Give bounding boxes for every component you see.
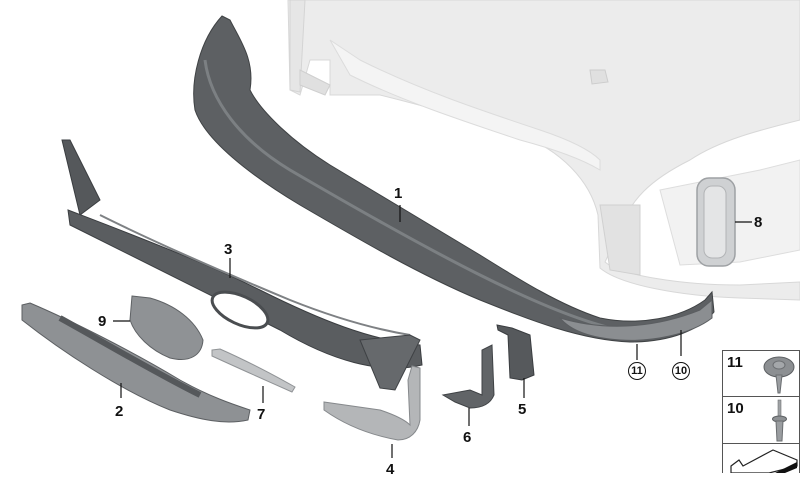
callout-8: 8 xyxy=(754,214,763,231)
callout-2: 2 xyxy=(115,403,124,420)
circled-callout-11: 11 xyxy=(628,362,646,380)
legend-item-11: 11 xyxy=(722,350,800,397)
legend-item-10: 10 xyxy=(722,397,800,444)
expanding-rivet-icon xyxy=(772,399,787,442)
part-7-chrome-strip xyxy=(211,348,296,393)
callout-9: 9 xyxy=(98,313,107,330)
callout-1: 1 xyxy=(394,185,403,202)
callout-4: 4 xyxy=(386,461,395,478)
legend-number-11: 11 xyxy=(727,354,743,371)
leader-lines xyxy=(113,205,752,458)
callout-3: 3 xyxy=(224,241,233,258)
part-4-side-trim xyxy=(323,365,421,441)
callout-5: 5 xyxy=(518,401,527,418)
part-2-trim-strip xyxy=(21,302,251,423)
circled-callout-10: 10 xyxy=(672,362,690,380)
bumper-cover xyxy=(287,0,800,301)
part-5-bracket xyxy=(496,324,535,381)
screw-with-washer-icon xyxy=(763,356,795,394)
part-1-lower-spoiler xyxy=(193,15,715,343)
part-3-grille-carrier xyxy=(61,139,423,391)
legend-number-10: 10 xyxy=(727,400,744,417)
sheet-reference-icon xyxy=(730,449,798,473)
part-6-bracket xyxy=(441,344,495,409)
part-9-cover xyxy=(129,295,204,360)
callout-6: 6 xyxy=(463,429,472,446)
legend-item-reference xyxy=(722,444,800,473)
callout-7: 7 xyxy=(257,406,266,423)
